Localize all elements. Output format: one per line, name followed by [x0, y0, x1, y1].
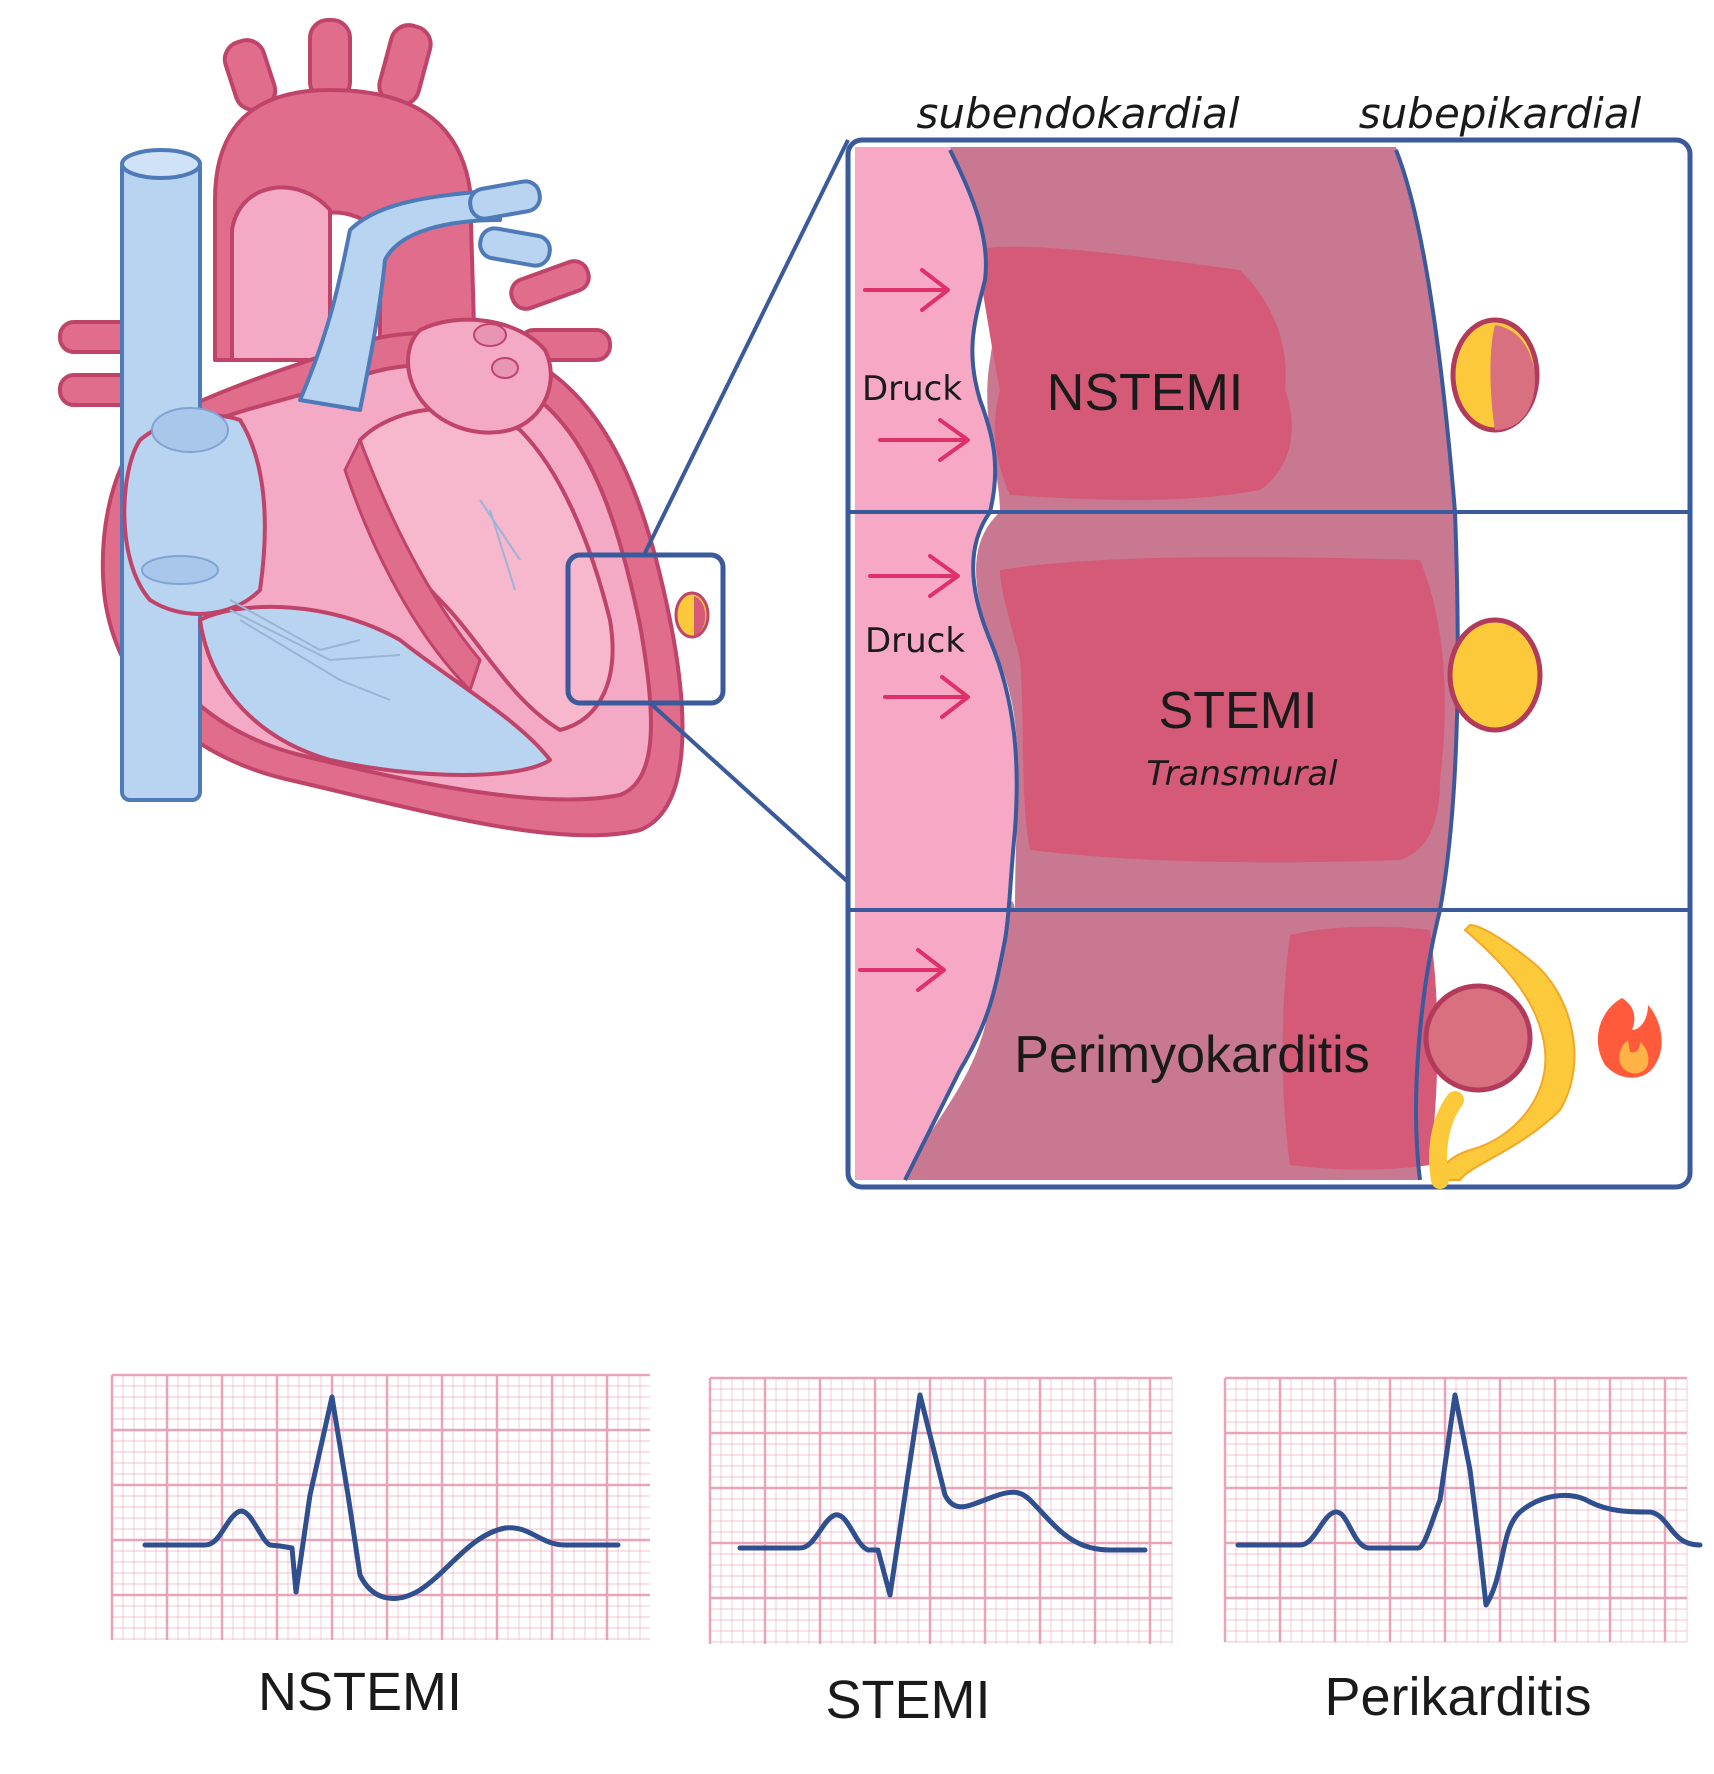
- label-subepikardial: subepikardial: [1359, 89, 1642, 138]
- epi-marker-perimyo: [1423, 983, 1533, 1093]
- arrow-1: [863, 268, 950, 312]
- arrow-4: [883, 675, 970, 719]
- infarct-perimyo: [1282, 926, 1438, 1170]
- ecg-label-stemi: STEMI: [825, 1670, 990, 1730]
- arrow-3: [868, 554, 960, 598]
- epicardial-markers: [1423, 317, 1576, 1189]
- ecg-strip-stemi: STEMI: [708, 1376, 1173, 1730]
- ecg-grid-nstemi: [110, 1373, 650, 1640]
- wall-panel: subendokardial subepikardial Druck Druck…: [845, 89, 1693, 1190]
- atrium-opening-2: [141, 555, 219, 585]
- pulmonary-vein-upper: [509, 259, 591, 311]
- ecg-label-nstemi: NSTEMI: [258, 1662, 462, 1722]
- arrow-5: [858, 948, 946, 992]
- ecg-section: NSTEMI STEMI Perikarditis: [110, 1373, 1703, 1730]
- ecg-strip-perikarditis: Perikarditis: [1223, 1376, 1703, 1727]
- epi-marker-stemi: [1447, 617, 1543, 733]
- ecg-trace-perikarditis: [1235, 1392, 1703, 1608]
- ecg-trace-stemi: [737, 1392, 1148, 1598]
- fat-strip-left: [1429, 1091, 1464, 1189]
- ecg-grid-perikarditis: [1223, 1376, 1688, 1643]
- ecg-strip-nstemi: NSTEMI: [110, 1373, 650, 1722]
- epi-marker-nstemi-core: [1490, 325, 1535, 430]
- fire-icon: [1597, 998, 1662, 1078]
- endocardial-boundary: [903, 149, 1019, 1181]
- vena-cava-top: [120, 148, 202, 180]
- pulmonary-artery-branch-1: [468, 179, 542, 221]
- atrium-opening-1: [151, 407, 229, 453]
- ecg-grid-stemi: [708, 1376, 1173, 1644]
- zoom-connector-bottom: [648, 701, 850, 884]
- label-subendokardial: subendokardial: [916, 89, 1239, 138]
- panel-border: [845, 137, 1693, 1190]
- left-atrium: [406, 317, 553, 435]
- zoom-connector-top: [642, 139, 850, 556]
- heart-infarct-core: [694, 596, 706, 636]
- chordae-tendineae: [229, 499, 521, 701]
- atrium-vessel-1: [473, 323, 507, 347]
- septum: [343, 438, 482, 692]
- arrow-2: [878, 418, 970, 462]
- pressure-arrows: [858, 268, 970, 992]
- endocardium-strip: [855, 147, 1017, 1180]
- ecg-trace-nstemi: [142, 1394, 621, 1601]
- aortic-arch-inner: [230, 185, 332, 362]
- label-perimyokarditis: Perimyokarditis: [1014, 1026, 1369, 1084]
- infarct-stemi: [1000, 557, 1445, 863]
- label-druck-1: Druck: [862, 369, 962, 409]
- label-transmural: Transmural: [1146, 754, 1338, 794]
- pulmonary-artery-branch-2: [478, 226, 552, 268]
- atrium-vessel-2: [491, 357, 519, 379]
- ecg-label-perikarditis: Perikarditis: [1324, 1667, 1591, 1727]
- heart-illustration: [58, 18, 685, 838]
- label-nstemi-zone: NSTEMI: [1047, 364, 1243, 422]
- infarct-nstemi: [975, 246, 1292, 500]
- label-druck-2: Druck: [865, 621, 965, 661]
- pericardial-effusion: [1436, 923, 1576, 1181]
- label-stemi-zone: STEMI: [1159, 682, 1318, 740]
